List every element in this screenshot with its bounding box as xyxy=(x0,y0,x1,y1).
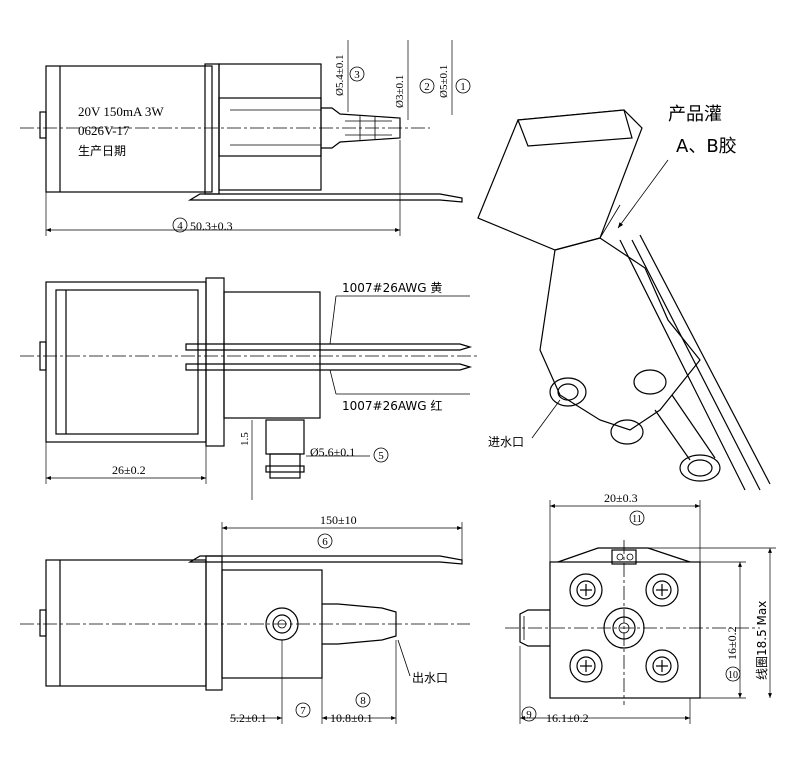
potting-line1: 产品灌 xyxy=(668,104,722,125)
outlet-label: 出水口 xyxy=(412,671,448,685)
screw-boss-bl xyxy=(569,649,603,683)
dim-7-value: 5.2±0.1 xyxy=(230,711,267,725)
screw-boss-tr xyxy=(645,573,679,607)
bottom-end-view: 20±0.3 11 9 16.1±0.2 16±0.2 10 线圈18.5 Ma… xyxy=(505,491,776,725)
callout-9: 9 xyxy=(526,709,532,721)
dim-2-value: Ø3±0.1 xyxy=(394,75,406,108)
callout-1: 1 xyxy=(460,81,466,93)
wire-yellow-label: 1007#26AWG 黄 xyxy=(342,281,442,295)
callout-4: 4 xyxy=(177,220,183,232)
callout-8: 8 xyxy=(360,695,366,707)
callout-3: 3 xyxy=(354,69,360,81)
callout-2: 2 xyxy=(424,81,430,93)
isometric-view: 产品灌 A、B胶 进水口 xyxy=(477,104,771,491)
bottom-side-view: 150±10 6 出水口 5.2±0.1 7 10.8±0.1 8 xyxy=(20,513,470,725)
callout-6: 6 xyxy=(322,536,328,548)
screw-boss-br xyxy=(645,649,679,683)
callout-10: 10 xyxy=(728,670,738,681)
spec-voltage: 20V 150mA 3W xyxy=(78,104,164,119)
middle-view: 1007#26AWG 黄 1007#26AWG 红 26±0.2 1.5 Ø5.… xyxy=(20,277,480,500)
potting-line2: A、B胶 xyxy=(676,136,737,157)
dim-20-value: 20±0.3 xyxy=(604,491,638,505)
spec-date: 生产日期 xyxy=(78,144,126,158)
dim-26-value: 26±0.2 xyxy=(112,463,146,477)
dim-1-5-value: 1.5 xyxy=(239,432,251,446)
wire-red-label: 1007#26AWG 红 xyxy=(342,398,442,413)
inlet-label: 进水口 xyxy=(488,435,524,449)
top-view: 4 50.3±0.3 20V 150mA 3W 0626V-17 生产日期 Ø5… xyxy=(20,40,471,236)
dim-1-value: Ø5±0.1 xyxy=(438,65,450,98)
callout-5: 5 xyxy=(378,450,384,462)
dim-5-value: Ø5.6±0.1 xyxy=(310,445,355,459)
dim-4-value: 50.3±0.3 xyxy=(190,219,233,233)
callout-7: 7 xyxy=(300,705,306,717)
dim-8-value: 10.8±0.1 xyxy=(330,711,373,725)
coil-max-label: 线圈18.5 Max xyxy=(755,601,769,680)
dim-6-value: 150±10 xyxy=(320,513,357,527)
dim-9-value: 16.1±0.2 xyxy=(546,711,589,725)
screw-boss-tl xyxy=(569,573,603,607)
dim-10-value: 16±0.2 xyxy=(725,626,739,660)
dim-3-value: Ø5.4±0.1 xyxy=(334,55,346,96)
spec-code: 0626V-17 xyxy=(78,123,130,138)
callout-11: 11 xyxy=(632,514,642,525)
